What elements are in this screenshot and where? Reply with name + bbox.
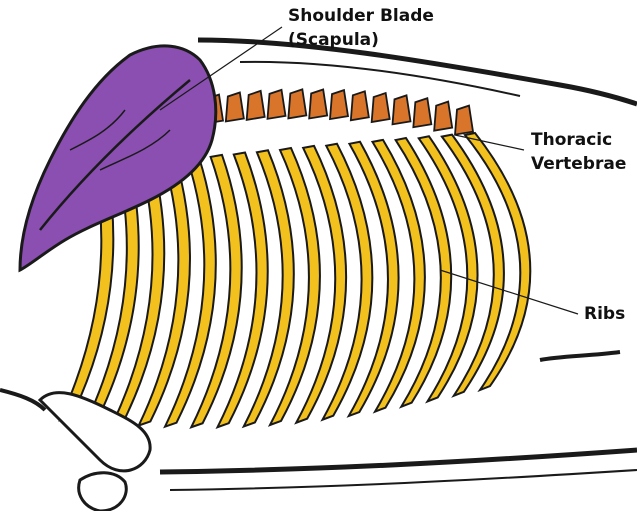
leg-shadow: [540, 352, 620, 360]
label-thoracic-vertebrae: Thoracic Vertebrae: [531, 128, 626, 176]
leader-line-ribs: [440, 270, 578, 314]
label-thoracic-line2: Vertebrae: [531, 152, 626, 176]
thoracic-vertebra: [330, 90, 348, 119]
rib: [349, 142, 399, 416]
thoracic-vertebra: [226, 92, 244, 121]
belly-outline-lower: [170, 470, 637, 490]
thoracic-vertebra: [268, 90, 286, 119]
thoracic-vertebrae-group: [205, 89, 473, 134]
label-shoulder-blade-line1: Shoulder Blade: [288, 4, 434, 28]
thoracic-vertebra: [434, 102, 452, 131]
thoracic-vertebra: [247, 91, 265, 120]
belly-outline: [160, 450, 637, 472]
thoracic-vertebra: [351, 91, 369, 120]
label-ribs-line1: Ribs: [584, 302, 625, 326]
joint-bone: [79, 473, 127, 511]
label-ribs: Ribs: [584, 302, 625, 326]
thoracic-vertebra: [288, 89, 306, 118]
thoracic-vertebra: [455, 106, 473, 135]
humerus-bone: [40, 393, 150, 471]
label-shoulder-blade: Shoulder Blade (Scapula): [288, 4, 434, 52]
thoracic-vertebra: [372, 93, 390, 122]
thoracic-vertebra: [393, 95, 411, 124]
leader-line-thoracic: [455, 135, 524, 150]
thoracic-vertebra: [413, 98, 431, 127]
label-thoracic-line1: Thoracic: [531, 128, 626, 152]
label-shoulder-blade-line2: (Scapula): [288, 28, 434, 52]
thoracic-vertebra: [309, 89, 327, 118]
